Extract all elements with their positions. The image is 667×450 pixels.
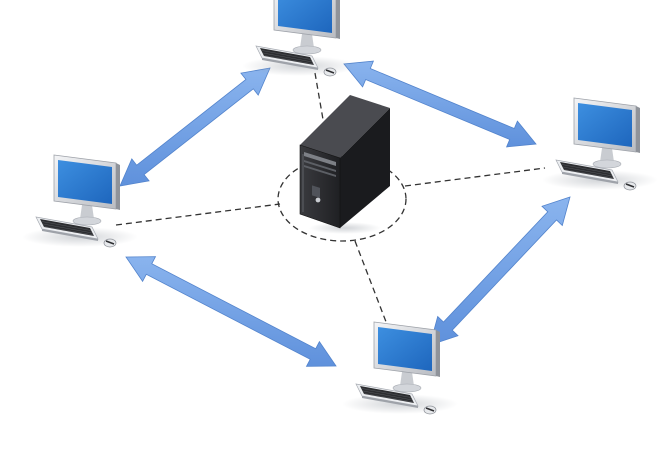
link-server-left bbox=[115, 203, 281, 226]
workstation-left bbox=[21, 154, 139, 248]
link-server-right bbox=[404, 167, 546, 187]
arrow-right-bottom bbox=[429, 196, 571, 346]
server-tower-icon bbox=[299, 95, 390, 234]
arrow-top-right bbox=[343, 60, 537, 148]
workstation-top bbox=[241, 0, 359, 77]
arrow-left-top bbox=[119, 67, 271, 187]
workstation-icon bbox=[241, 0, 359, 77]
arrow-bottom-left bbox=[125, 256, 337, 367]
link-server-bottom bbox=[354, 240, 389, 328]
workstation-icon bbox=[21, 154, 139, 248]
peer-arrows bbox=[119, 60, 571, 367]
workstation-right bbox=[541, 97, 659, 191]
workstation-icon bbox=[541, 97, 659, 191]
